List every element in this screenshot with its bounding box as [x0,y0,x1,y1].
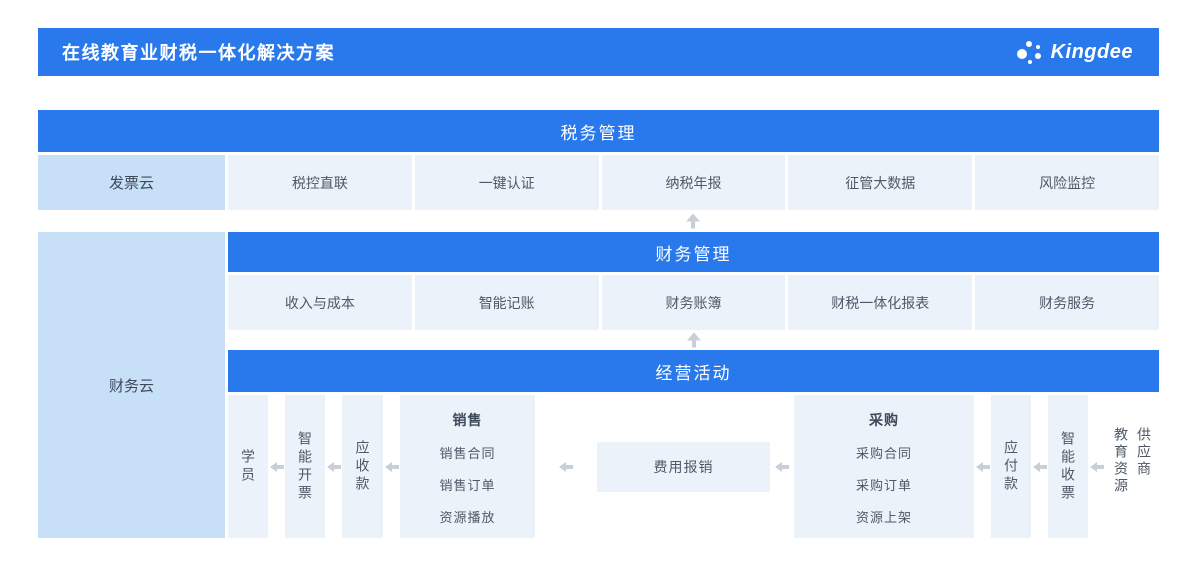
up-arrow-icon [686,213,700,229]
kingdee-brand: Kingdee [1015,39,1133,66]
finance-cloud-cell: 财务云 [38,232,225,538]
left-arrow-icon [975,461,990,472]
header-bar: 在线教育业财税一体化解决方案 Kingdee [38,28,1159,76]
tax-row: 发票云 税控直联 一键认证 纳税年报 征管大数据 风险监控 [38,155,1159,210]
left-arrow-icon [384,461,399,472]
sales-item: 销售订单 [439,478,496,493]
finance-cloud-section: 财务云 财务管理 收入与成本 智能记账 财务账簿 财税一体化报表 财务服务 经营… [38,232,1159,538]
expense-box: 费用报销 [597,441,770,492]
tax-item-cell: 一键认证 [414,155,599,210]
left-arrow-icon [775,461,789,472]
tax-item-cell: 纳税年报 [601,155,786,210]
supplier-label: 教育资源供应商 [1113,426,1152,495]
kingdee-logo-icon [1015,39,1042,66]
left-arrow-icon [326,461,341,472]
finance-item-cell: 财税一体化报表 [788,275,973,330]
smart-receipt-cell: 智能收票 [1048,395,1088,538]
receivables-cell: 应收款 [342,395,383,538]
finance-item-cell: 智能记账 [414,275,599,330]
finance-cloud-content: 财务管理 收入与成本 智能记账 财务账簿 财税一体化报表 财务服务 经营活动 学… [228,232,1159,538]
payables-cell: 应付款 [991,395,1031,538]
supplier-cell: 教育资源供应商 [1105,395,1159,538]
finance-operations-gap [228,330,1159,350]
tax-finance-gap [38,210,1159,232]
sales-title: 销售 [452,412,483,428]
tax-item-cell: 风险监控 [975,155,1159,210]
up-arrow-icon [686,332,701,348]
procurement-item: 采购订单 [855,478,912,493]
brand-name: Kingdee [1050,40,1133,63]
finance-item-cell: 财务账簿 [601,275,786,330]
tax-section: 税务管理 发票云 税控直联 一键认证 纳税年报 征管大数据 风险监控 [38,110,1159,210]
operations-flow: 学员 智能开票 应收款 销售 销售合同 销售订单 资源播放 费用报销 [228,395,1159,538]
tax-item-cell: 征管大数据 [788,155,973,210]
procurement-title: 采购 [869,412,899,428]
finance-item-cell: 财务服务 [975,275,1159,330]
smart-invoicing-cell: 智能开票 [285,395,325,538]
left-arrow-icon [1032,461,1047,472]
tax-title-bar: 税务管理 [38,110,1159,152]
sales-item: 销售合同 [439,446,496,461]
finance-item-cell: 收入与成本 [228,275,412,330]
left-arrow-icon [559,461,573,472]
finance-row: 收入与成本 智能记账 财务账簿 财税一体化报表 财务服务 [228,275,1159,330]
sales-item: 资源播放 [439,510,496,525]
left-arrow-icon [1089,461,1104,472]
procurement-box: 采购 采购合同 采购订单 资源上架 [794,395,974,538]
invoice-cloud-cell: 发票云 [38,155,225,210]
page-title: 在线教育业财税一体化解决方案 [62,43,335,63]
student-cell: 学员 [228,395,268,538]
sales-box: 销售 销售合同 销售订单 资源播放 [400,395,535,538]
tax-item-cell: 税控直联 [228,155,412,210]
operations-title-bar: 经营活动 [228,350,1159,392]
procurement-item: 采购合同 [855,446,912,461]
left-arrow-icon [269,461,284,472]
finance-title-bar: 财务管理 [228,232,1159,272]
procurement-item: 资源上架 [855,510,912,525]
